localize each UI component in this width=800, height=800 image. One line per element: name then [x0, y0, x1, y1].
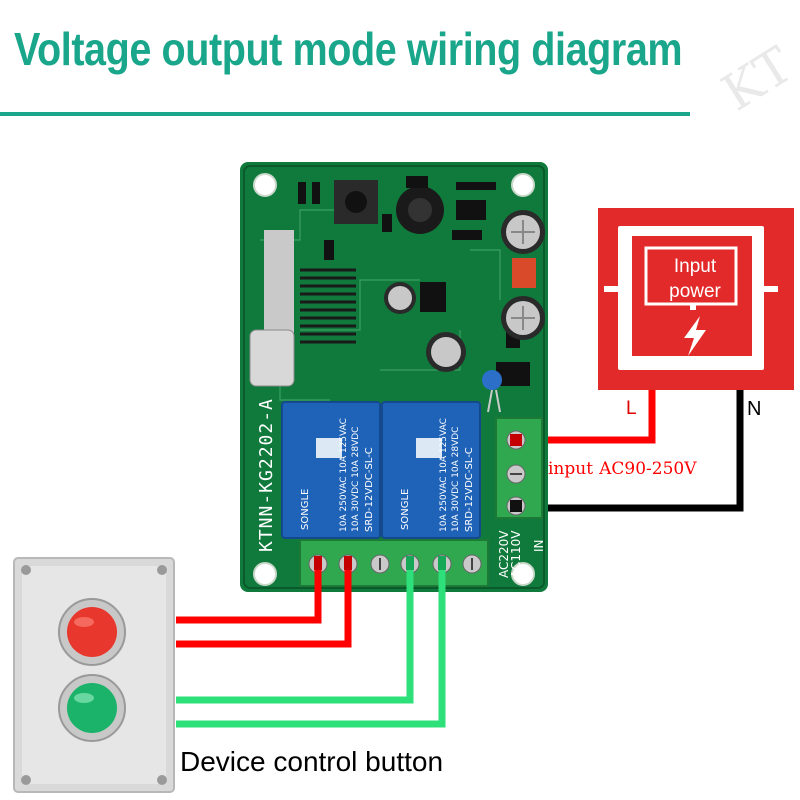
relay-1: SONGLE 10A 250VAC 10A 125VAC 10A 30VDC 1…	[281, 401, 381, 539]
capacitor	[501, 296, 545, 340]
output-terminal-block	[299, 539, 489, 587]
title-underline	[0, 112, 690, 116]
terminal-label-in: IN	[532, 539, 546, 552]
lightning-bolt-icon	[684, 316, 706, 356]
green-button[interactable]	[67, 683, 117, 733]
red-button[interactable]	[67, 607, 117, 657]
wire-N	[515, 390, 744, 512]
wire-L	[515, 390, 656, 444]
terminal-L-label: L	[626, 398, 637, 419]
page-title: Voltage output mode wiring diagram	[14, 23, 683, 75]
relay-1-brand: SONGLE	[300, 489, 311, 530]
relay-1-rating1: 10A 250VAC 10A 125VAC	[339, 418, 349, 532]
input-power-label-line2: power	[669, 281, 721, 302]
input-voltage-label: input AC90-250V	[548, 457, 697, 479]
input-power-label-line1: Input	[673, 256, 717, 277]
button-box-caption: Device control button	[180, 746, 444, 777]
input-power-box	[598, 208, 794, 390]
capacitor	[384, 282, 416, 314]
control-button-box	[13, 557, 175, 793]
relay-2-brand: SONGLE	[400, 489, 411, 530]
board-model-label: KTNN-KG2202-A	[256, 398, 277, 552]
capacitor	[426, 332, 466, 372]
relay-2-rating1: 10A 250VAC 10A 125VAC	[439, 418, 449, 532]
terminal-N-label: N	[747, 398, 762, 420]
control-wires	[176, 566, 446, 728]
receiver-board: KTNN-KG2202-A SONGLE 10A 250VAC 10A 125V…	[240, 162, 548, 592]
relay-2-rating2: 10A 30VDC 10A 28VDC	[451, 427, 461, 532]
relay-1-rating2: 10A 30VDC 10A 28VDC	[351, 427, 361, 532]
relay-2: SONGLE 10A 250VAC 10A 125VAC 10A 30VDC 1…	[381, 401, 481, 539]
terminal-label-ac110v: AC110V	[509, 530, 523, 578]
input-power-label: Input power	[640, 254, 750, 304]
voltage-range: AC90-250V	[599, 459, 697, 479]
relay-1-model: SRD-12VDC-SL-C	[364, 447, 375, 532]
relay-2-model: SRD-12VDC-SL-C	[464, 447, 475, 532]
terminal-label-ac220v: AC220V	[497, 530, 511, 578]
capacitor	[501, 210, 545, 254]
input-word: input	[548, 459, 594, 479]
